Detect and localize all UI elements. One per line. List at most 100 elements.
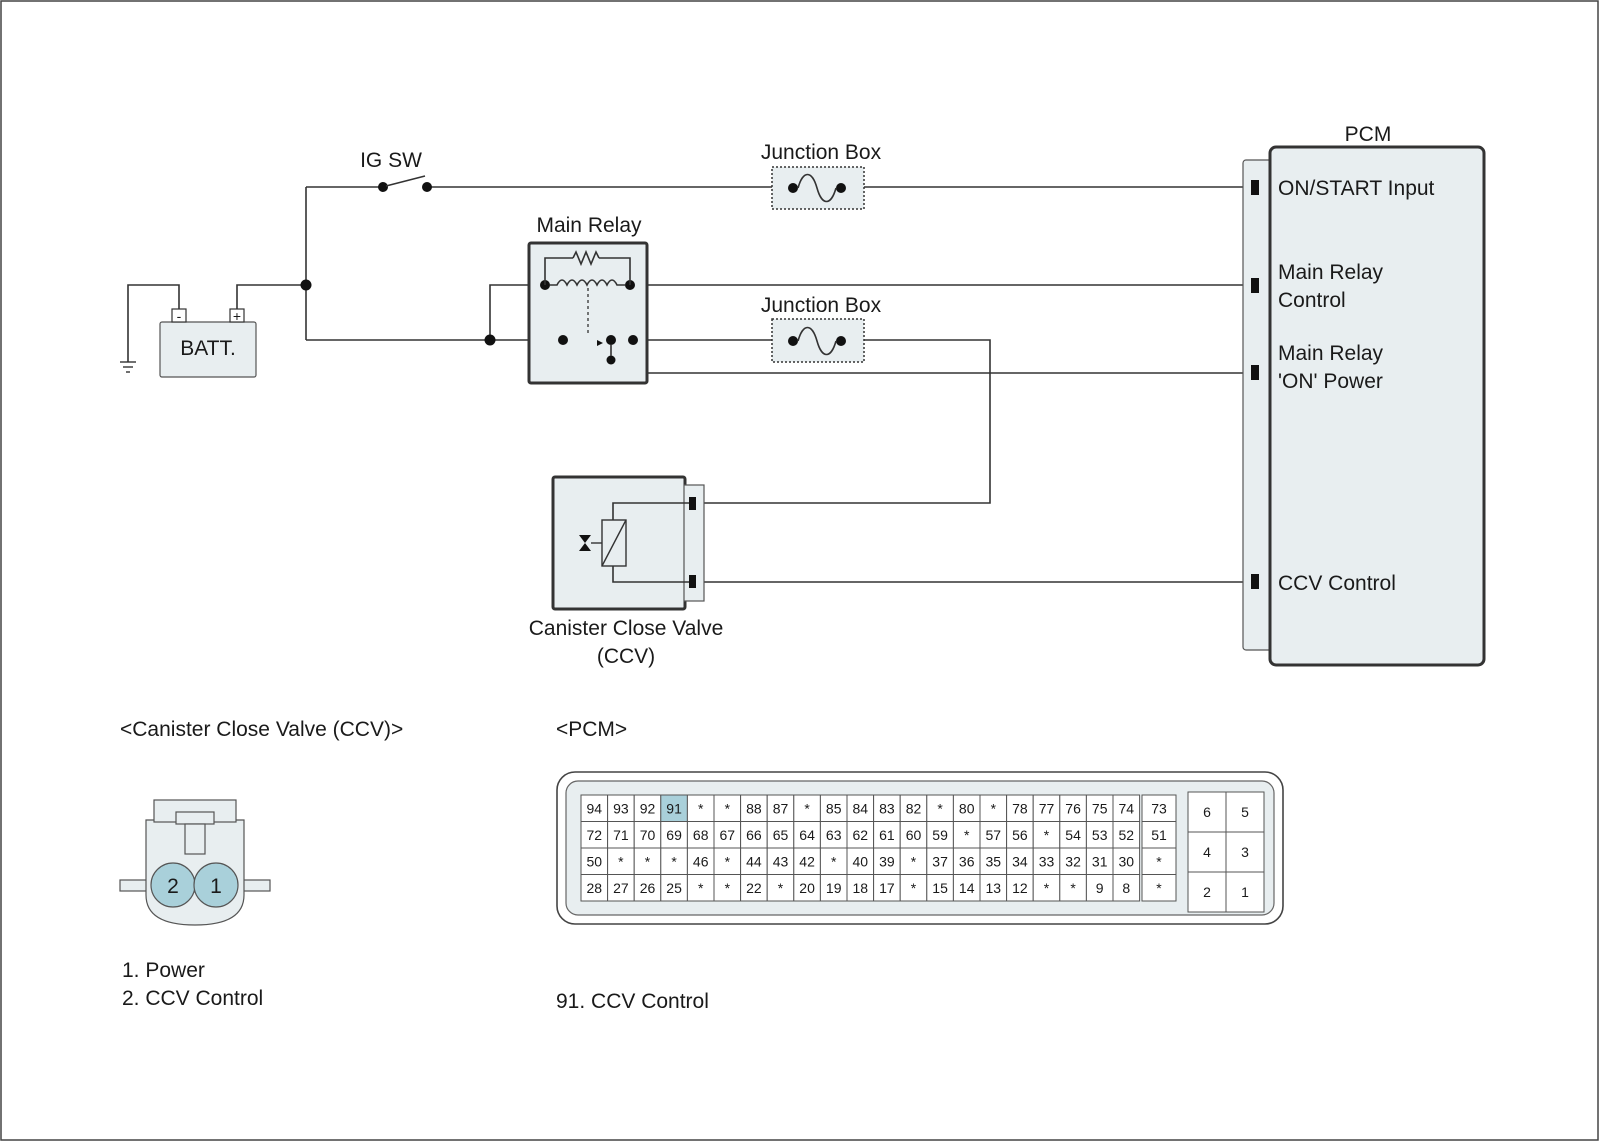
pcm-pin-r2-c11: 39: [879, 853, 895, 869]
pcm-pin-r3-c12-cell: [899, 874, 928, 902]
pcm-pin-r1-c20: 52: [1119, 827, 1135, 843]
pcm-pin-r3-c19-cell: [1085, 874, 1114, 902]
pcm-pin-r3-c13: 15: [932, 880, 948, 896]
pcm-main-relay-control-label-1: Main Relay: [1278, 261, 1384, 284]
pcm-pin-r1-c12: 60: [906, 827, 922, 843]
pcm-pin-r3-c10-cell: [846, 874, 875, 902]
pcm-pin-r3-c0: 28: [587, 880, 603, 896]
pcm-small-pin-0-1: 5: [1241, 804, 1249, 820]
pcm-pin-r1-c15: 57: [986, 827, 1002, 843]
junction-node-battery: [300, 279, 312, 291]
pcm-pin-r2-c18: 32: [1065, 853, 1081, 869]
pcm-pin-r2-c12: *: [911, 853, 917, 869]
pcm-pin-r1-c1: 71: [613, 827, 629, 843]
pcm-pin-r0-c8-cell: [793, 794, 821, 822]
pcm-pin-r2-c20: 30: [1119, 853, 1135, 869]
pcm-pin-r2-c2-cell: [633, 847, 662, 875]
pcm-pin-r0-c16: 78: [1012, 800, 1028, 816]
pcm-module: PCM ON/START Input Main Relay Control Ma…: [1242, 123, 1486, 667]
pcm-pin-r3-c16: 12: [1012, 880, 1028, 896]
ccv-pin-1: 1: [210, 875, 222, 898]
pcm-pin-r3-c1-cell: [607, 874, 635, 902]
ccv-legend-2: 2. CCV Control: [122, 987, 263, 1010]
pcm-pin-r2-c10-cell: [846, 847, 875, 875]
pcm-pin-r2-c16: 34: [1012, 853, 1028, 869]
pcm-pin-r0-c12-cell: [899, 794, 928, 822]
ground-icon: [120, 284, 180, 373]
pcm-pin-r3-c17-cell: [1032, 874, 1061, 902]
pcm-pin-r0-c5: *: [725, 800, 731, 816]
main-relay-label: Main Relay: [536, 214, 642, 237]
pcm-pin-r1-c11: 61: [879, 827, 895, 843]
pcm-pin-r0-c18: 76: [1065, 800, 1081, 816]
pcm-pin-r3-c6-cell: [740, 874, 768, 902]
pcm-pin-r1-c19-cell: [1085, 821, 1114, 849]
pcm-small-pin-0-1-cell: [1225, 791, 1265, 833]
pcm-pin-r3-c9-cell: [819, 874, 848, 902]
pcm-pin-r1-c6-cell: [740, 821, 768, 849]
pcm-pin-r1-c10: 62: [853, 827, 869, 843]
pcm-pin-r1-c11-cell: [873, 821, 901, 849]
pcm-pin-r2-c18-cell: [1059, 847, 1087, 875]
ccv-connector-face: 2 1: [119, 799, 271, 926]
pcm-pin-r0-c11: 83: [879, 800, 895, 816]
pcm-pin-r3-c7: *: [778, 880, 784, 896]
pcm-side-pin-3: *: [1156, 880, 1162, 896]
pcm-pin-r3-c6: 22: [746, 880, 762, 896]
pcm-on-start-label: ON/START Input: [1278, 177, 1435, 200]
pcm-pin-r1-c0-cell: [580, 821, 609, 849]
pcm-pin-r0-c3-cell: [660, 794, 688, 822]
pcm-pin-r3-c14-cell: [952, 874, 981, 902]
pcm-pin-r1-c7: 65: [773, 827, 789, 843]
pcm-connector-title: <PCM>: [556, 718, 627, 741]
pcm-pin-r3-c9: 19: [826, 880, 842, 896]
pcm-pin-r0-c17: 77: [1039, 800, 1055, 816]
pcm-main-relay-control-label-2: Control: [1278, 289, 1346, 312]
pcm-pin-r0-c12: 82: [906, 800, 922, 816]
pcm-pin-r1-c8: 64: [799, 827, 815, 843]
pcm-pin-r1-c4: 68: [693, 827, 709, 843]
pcm-pin-r1-c16: 56: [1012, 827, 1028, 843]
pcm-pin-r3-c20-cell: [1112, 874, 1141, 902]
junction-box-1-label: Junction Box: [761, 141, 882, 164]
pcm-pin-r2-c12-cell: [899, 847, 928, 875]
pcm-side-pin-0-cell: [1141, 794, 1177, 822]
pcm-pin-r0-c13: *: [937, 800, 943, 816]
pcm-pin-r0-c3: 91: [666, 800, 682, 816]
pcm-pin-r1-c13-cell: [926, 821, 954, 849]
junction-node-relay: [484, 334, 496, 346]
pcm-pin-r2-c13: 37: [932, 853, 948, 869]
pcm-pin-r3-c11: 17: [879, 880, 895, 896]
pcm-pin-r0-c13-cell: [926, 794, 954, 822]
pcm-pin-r2-c0: 50: [587, 853, 603, 869]
pcm-pin-r0-c16-cell: [1006, 794, 1034, 822]
ig-sw-label: IG SW: [360, 149, 422, 172]
pcm-pin-r2-c3: *: [671, 853, 677, 869]
pcm-pin-r1-c16-cell: [1006, 821, 1034, 849]
pcm-pin-r0-c9-cell: [819, 794, 848, 822]
pcm-pin-r0-c6: 88: [746, 800, 762, 816]
pcm-pin-r0-c4: *: [698, 800, 704, 816]
pcm-small-pin-1-1: 3: [1241, 844, 1249, 860]
pcm-pin-r3-c12: *: [911, 880, 917, 896]
pcm-pin-r2-c8-cell: [793, 847, 821, 875]
pcm-pin-r3-c13-cell: [926, 874, 954, 902]
pcm-pin-r3-c16-cell: [1006, 874, 1034, 902]
pcm-pin-r2-c17: 33: [1039, 853, 1055, 869]
pcm-pin-r0-c20: 74: [1119, 800, 1135, 816]
pcm-pin-r0-c9: 85: [826, 800, 842, 816]
pcm-pin-r1-c3: 69: [666, 827, 682, 843]
pcm-pin-r0-c7: 87: [773, 800, 789, 816]
pcm-pin-r0-c19: 75: [1092, 800, 1108, 816]
ccv-pin-2: 2: [167, 875, 179, 898]
pcm-side-pin-2: *: [1156, 853, 1162, 869]
pcm-pin-r3-c5: *: [725, 880, 731, 896]
pcm-pin-r1-c2: 70: [640, 827, 656, 843]
pcm-pin-r1-c14: *: [964, 827, 970, 843]
pcm-pin-r3-c18: *: [1070, 880, 1076, 896]
battery-plus-label: +: [233, 308, 241, 324]
pcm-pin-r2-c11-cell: [873, 847, 901, 875]
pcm-small-pin-2-1: 1: [1241, 884, 1249, 900]
